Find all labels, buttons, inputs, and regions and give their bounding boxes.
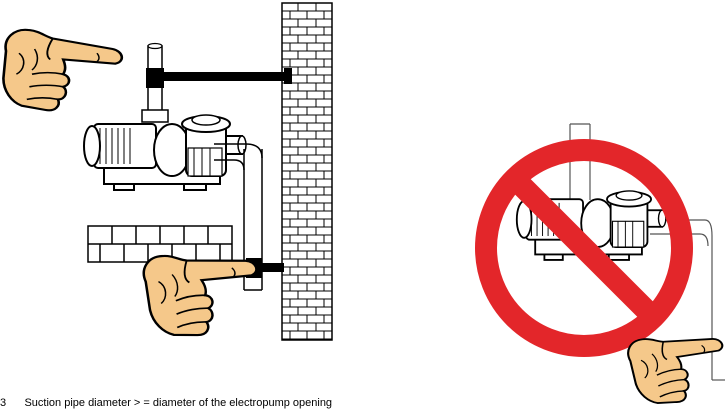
- caption-text: Suction pipe diameter > = diameter of th…: [24, 397, 332, 409]
- wall: [282, 3, 332, 340]
- pointing-hand-icon: [3, 30, 121, 110]
- prohibition-sign-icon: [486, 150, 682, 346]
- caption-number: 3: [0, 397, 6, 409]
- top-pipe: [142, 44, 292, 123]
- caption: 3 Suction pipe diameter > = diameter of …: [0, 396, 332, 411]
- electropump: [84, 115, 246, 190]
